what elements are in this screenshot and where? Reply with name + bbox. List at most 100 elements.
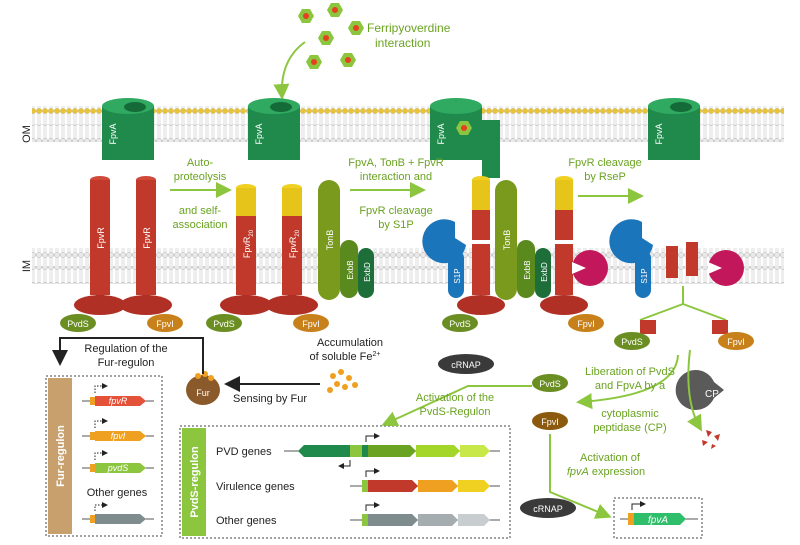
pvds-label-1: PvdS: [67, 319, 89, 329]
fpvr-label-2: FpvR: [142, 227, 152, 249]
fur-regulon-title: Fur-regulon: [55, 425, 67, 487]
exbd-label-2: ExbD: [540, 262, 549, 282]
fpvi-bead-1: [147, 314, 183, 332]
s1p-protein-1: [422, 219, 466, 298]
om-label: OM: [21, 125, 33, 143]
fpvr20-protein-2: [266, 184, 318, 315]
pvds-label-3: PvdS: [449, 319, 471, 329]
other-operon: [350, 502, 500, 526]
fur-gene-fpvr-label: fpvR: [109, 396, 128, 406]
degraded-fragments: [702, 430, 720, 449]
rsep-protein-2: [708, 250, 744, 286]
step1-l1: Auto-: [187, 157, 214, 169]
activation-pvds-l1: Activation of the: [416, 392, 494, 404]
tonb-label-2: TonB: [502, 230, 512, 251]
regulation-arrow: [52, 337, 204, 374]
fpvi-label-3: FpvI: [577, 319, 595, 329]
liberation-l4: peptidase (CP): [593, 422, 666, 434]
fpva-label-1: FpvA: [108, 123, 118, 144]
crnap-label-2: cRNAP: [533, 504, 563, 514]
pvd-genes-label: PVD genes: [216, 446, 272, 458]
regulation-l2: Fur-regulon: [98, 357, 155, 369]
fpvr20-label-1: FpvR20: [242, 229, 255, 258]
fpva-label-2: FpvA: [254, 123, 264, 144]
pvds-regulon-title: PvdS-regulon: [189, 446, 201, 518]
fur-gene-pvds: [82, 450, 154, 473]
tonb-label-1: TonB: [325, 230, 335, 251]
activation-fpva-arrow: [549, 434, 612, 519]
crnap-2: [520, 498, 576, 518]
interaction-arrow: [273, 41, 306, 100]
pvds-bead-2: [206, 314, 242, 332]
fpvi-bead-3: [568, 314, 604, 332]
fur-other-genes-label: Other genes: [87, 487, 148, 499]
step1-l4: association: [172, 219, 227, 231]
rsep-protein-1: [572, 250, 608, 286]
other-genes-label: Other genes: [216, 515, 277, 527]
accumulation-l2: of soluble Fe2+: [310, 351, 381, 363]
activation-pvds-arrow: [381, 385, 532, 427]
step2-l4: by S1P: [378, 219, 413, 231]
fpvr-cleaved-2: [540, 176, 588, 315]
step3-l2: by RseP: [584, 171, 626, 183]
fpvi-liberated: [712, 320, 754, 350]
virulence-operon: [350, 468, 500, 492]
step2-l2: interaction and: [360, 171, 432, 183]
fe-ions: [327, 369, 358, 393]
s1p-protein-2: [609, 219, 653, 298]
step2-l1: FpvA, TonB + FpvR: [348, 157, 444, 169]
fpva-barrel-2: [248, 98, 300, 160]
activation-fpva-l1: Activation of: [580, 452, 641, 464]
fpva-gene-label: fpvA: [648, 515, 668, 526]
fpva-label-4: FpvA: [654, 123, 664, 144]
fpvr-label-1: FpvR: [96, 227, 106, 249]
fpva-barrel-3: [430, 98, 500, 178]
liberation-l3: cytoplasmic: [601, 408, 659, 420]
fur-gene-other: [82, 502, 154, 524]
liberation-l2: and FpvA by a: [595, 380, 666, 392]
outer-membrane: [32, 106, 784, 142]
rsep-label-1: RseP: [581, 285, 603, 295]
liberation-l1: Liberation of PvdS: [585, 366, 675, 378]
fur-regulon-box: [45, 375, 163, 537]
fpvr20-label-2: FpvR20: [288, 229, 301, 258]
fpva-barrel-4: [648, 98, 700, 160]
step1-l3: and self-: [179, 205, 222, 217]
fpvi-label-4: FpvI: [727, 337, 745, 347]
fur-gene-fpvr: [82, 383, 154, 406]
fur-gene-fpvi: [82, 418, 154, 441]
fpvi-free: [532, 412, 568, 430]
fur-label: Fur: [196, 388, 210, 398]
fpvi-bead-2: [293, 314, 329, 332]
fpvr-protein-1: [74, 176, 126, 315]
crnap-1: [438, 354, 494, 374]
virulence-genes-label: Virulence genes: [216, 481, 295, 493]
cp-label: CP: [705, 389, 719, 400]
im-label: IM: [21, 260, 33, 272]
exbd-label-1: ExbD: [363, 262, 372, 282]
fpvr-protein-2: [120, 176, 172, 315]
degradation-arrow: [687, 349, 702, 432]
regulation-l1: Regulation of the: [84, 343, 167, 355]
split-lines: [639, 286, 727, 321]
ferripyoverdine-cluster: [298, 3, 364, 69]
s1p-label-1: S1P: [453, 268, 462, 283]
pvds-label-5: PvdS: [539, 379, 561, 389]
fpvr-cleaved-1: [457, 176, 505, 315]
pvds-label-2: PvdS: [213, 319, 235, 329]
step3-l1: FpvR cleavage: [568, 157, 641, 169]
rsep-label-2: RseP: [717, 285, 739, 295]
fpvr-fragments: [666, 242, 698, 278]
tonb-protein-2: [495, 180, 551, 300]
fur-gene-fpvi-label: fpvI: [111, 431, 126, 441]
pvd-operon: [284, 433, 500, 469]
fur-gene-pvds-label: pvdS: [107, 463, 129, 473]
exbb-label-1: ExbB: [346, 260, 355, 279]
fpva-barrel-1: [102, 98, 154, 160]
pvds-bead-3: [442, 314, 478, 332]
sensing-label: Sensing by Fur: [233, 393, 307, 405]
ferripyoverdine-label-2: interaction: [375, 36, 430, 50]
fpvi-label-5: FpvI: [541, 417, 559, 427]
fpvi-label-1: FpvI: [156, 319, 174, 329]
ferripyoverdine-label-1: Ferripyoverdine: [367, 21, 451, 35]
